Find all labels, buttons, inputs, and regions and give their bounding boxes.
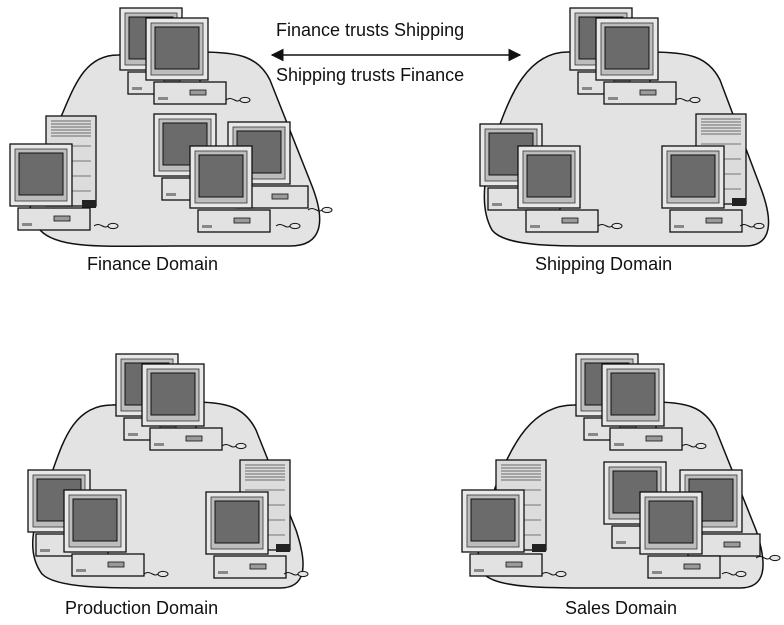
trust-label-top: Finance trusts Shipping — [276, 20, 465, 40]
trust-label-bottom: Shipping trusts Finance — [276, 65, 465, 85]
sales-domain-group — [461, 353, 781, 589]
shipping-domain-group — [479, 7, 770, 247]
domain-label-production: Production Domain — [65, 598, 219, 618]
production-domain-group — [27, 353, 309, 589]
finance-domain-group — [9, 7, 333, 248]
domain-label-sales: Sales Domain — [565, 598, 678, 618]
domain-label-shipping: Shipping Domain — [535, 254, 673, 274]
domain-label-finance: Finance Domain — [87, 254, 219, 274]
